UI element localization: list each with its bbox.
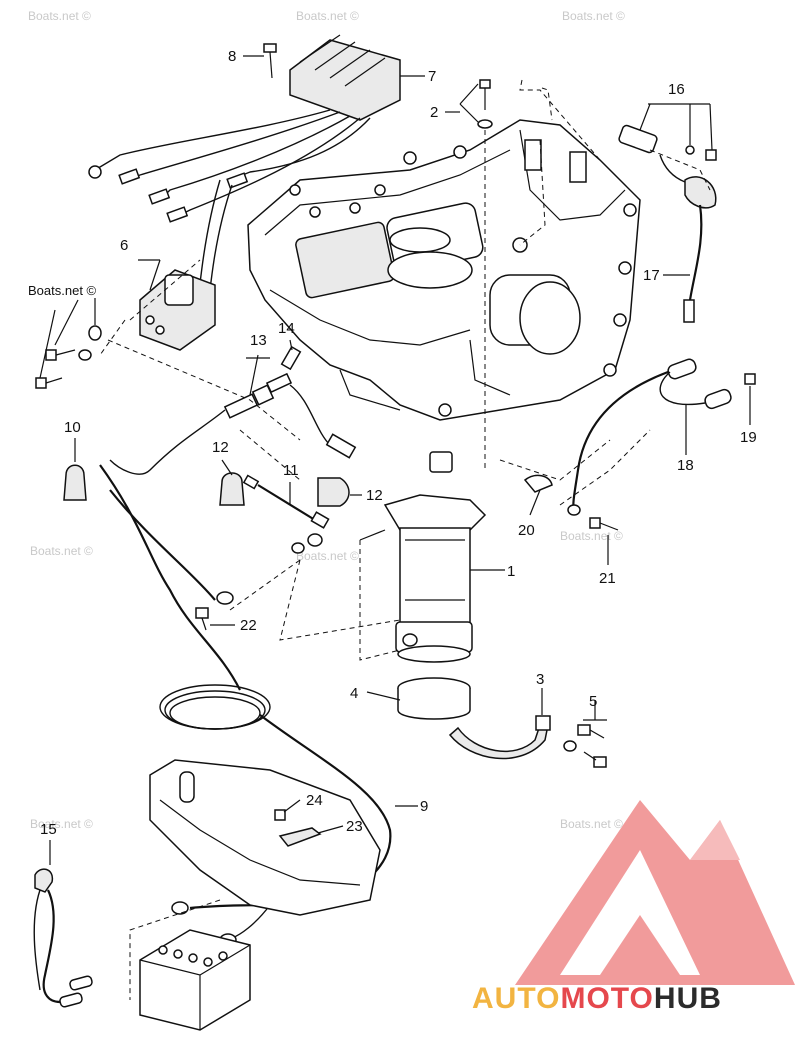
callout-17: 17: [643, 267, 660, 284]
callout-12b: 12: [366, 487, 383, 504]
strap-part-3: [448, 715, 551, 760]
callout-10: 10: [64, 419, 81, 436]
callout-2: 2: [430, 104, 438, 121]
caps-parts-10-11-12: [63, 464, 350, 529]
callout-7: 7: [428, 68, 436, 85]
watermark-text: Boats.net ©: [560, 529, 623, 543]
lower-cowl: [149, 759, 381, 916]
brand-auto: AUTO: [472, 982, 560, 1015]
bolts-part-5: [563, 724, 607, 768]
starter-motor-part-1: [359, 451, 487, 663]
callout-16: 16: [668, 81, 685, 98]
callout-11: 11: [283, 462, 299, 479]
battery-cable-part-9: [99, 464, 392, 947]
callout-5: 5: [589, 693, 597, 710]
callout-1: 1: [507, 563, 515, 580]
watermark-text: Boats.net ©: [296, 9, 359, 23]
switch-part-15: [33, 868, 93, 1008]
engine-block: [247, 119, 641, 421]
battery: [139, 929, 251, 1031]
callout-22: 22: [240, 617, 257, 634]
brand-moto: MOTO: [560, 982, 653, 1015]
callout-6: 6: [120, 237, 128, 254]
brand-hub: HUB: [654, 982, 722, 1015]
callout-9: 9: [420, 798, 428, 815]
bolt-part-22: [195, 533, 323, 631]
assembly-dashes: [99, 79, 711, 1000]
ignition-unit-part-6: [35, 269, 216, 389]
watermark-text: Boats.net ©: [560, 817, 623, 831]
watermark-text: Boats.net ©: [30, 544, 93, 558]
bolt-washer-part-2: [477, 79, 493, 129]
band-part-4: [397, 677, 471, 720]
callout-24: 24: [306, 792, 323, 809]
leader-lines: [39, 55, 751, 865]
watermark-dark: Boats.net ©: [28, 283, 97, 298]
cable-parts-18-21: [523, 358, 756, 531]
watermark-text: Boats.net ©: [30, 817, 93, 831]
bolt-part-8: [263, 43, 277, 79]
watermark-text: Boats.net ©: [28, 9, 91, 23]
callout-20: 20: [518, 522, 535, 539]
watermark-text: Boats.net ©: [562, 9, 625, 23]
callout-3: 3: [536, 671, 544, 688]
callout-4: 4: [350, 685, 358, 702]
rectifier-part-7: [88, 34, 401, 331]
callout-23: 23: [346, 818, 363, 835]
callout-12a: 12: [212, 439, 229, 456]
connector-part-13-14: [109, 345, 357, 475]
brand-wordmark: AUTOMOTOHUB: [472, 982, 722, 1015]
callout-8: 8: [228, 48, 236, 65]
switch-part-16-17: [618, 124, 717, 323]
callout-13: 13: [250, 332, 267, 349]
callout-numbers: 8 7 2 16 17 6 13 14 10 12 11 12 1 3 4 5 …: [40, 48, 757, 838]
callout-19: 19: [740, 429, 757, 446]
automotohub-logo: [515, 800, 795, 985]
callout-14: 14: [278, 320, 295, 337]
watermark-text: Boats.net ©: [296, 549, 359, 563]
callout-21: 21: [599, 570, 616, 587]
callout-18: 18: [677, 457, 694, 474]
callout-15: 15: [40, 821, 57, 838]
